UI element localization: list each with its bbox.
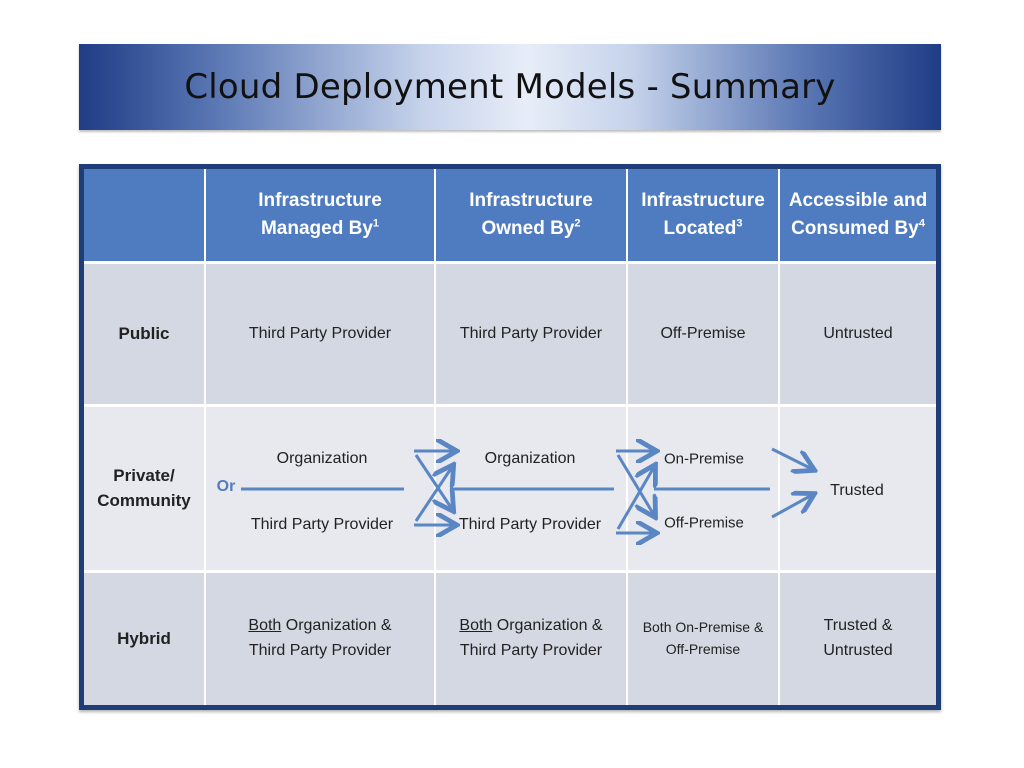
- slide-title: Cloud Deployment Models - Summary: [184, 67, 836, 107]
- footnote-4: 4: [918, 217, 925, 230]
- hybrid-located-line1: Both On-Premise &: [642, 619, 764, 636]
- header-located-line2: Located: [663, 218, 737, 239]
- private-owned-cell: [436, 407, 626, 570]
- private-managed-cell: [206, 407, 434, 570]
- header-owned-line1: Infrastructure: [469, 190, 593, 212]
- header-owned-line2: Owned By: [481, 218, 575, 239]
- hybrid-managed-both: Both: [248, 617, 282, 635]
- header-managed-line1: Infrastructure: [258, 190, 382, 212]
- private-consumed-cell: [780, 407, 936, 570]
- header-consumed-line2: Consumed By: [791, 218, 919, 239]
- hybrid-owned-both: Both: [459, 617, 493, 635]
- private-located-cell: [628, 407, 778, 570]
- hybrid-consumed-by: Trusted & Untrusted: [780, 573, 936, 705]
- public-managed-by: Third Party Provider: [206, 264, 434, 404]
- footnote-3: 3: [736, 217, 743, 230]
- private-label-line1: Private/: [113, 465, 175, 485]
- hybrid-managed-rest: Organization &: [281, 617, 392, 635]
- public-located: Off-Premise: [628, 264, 778, 404]
- row-label-private: Private/Community: [84, 407, 204, 570]
- header-managed-line2: Managed By: [260, 218, 373, 239]
- row-label-hybrid: Hybrid: [84, 573, 204, 705]
- hybrid-consumed-line2: Untrusted: [823, 642, 893, 659]
- hybrid-managed-line2: Third Party Provider: [248, 642, 392, 659]
- public-consumed-by: Untrusted: [780, 264, 936, 404]
- hybrid-located-line2: Off-Premise: [665, 641, 741, 657]
- public-owned-by: Third Party Provider: [436, 264, 626, 404]
- hybrid-owned-rest: Organization &: [492, 617, 603, 635]
- row-label-public: Public: [84, 264, 204, 404]
- footnote-2: 2: [574, 217, 581, 230]
- hybrid-owned-line2: Third Party Provider: [459, 642, 603, 659]
- hybrid-located: Both On-Premise & Off-Premise: [628, 573, 778, 705]
- header-located-line1: Infrastructure: [641, 190, 765, 212]
- header-consumed-line1: Accessible and: [788, 190, 928, 212]
- private-label-line2: Community: [97, 490, 191, 510]
- footnote-1: 1: [372, 217, 380, 230]
- hybrid-owned-by: Both Organization & Third Party Provider: [436, 573, 626, 705]
- slide-title-bar: Cloud Deployment Models - Summary: [79, 44, 941, 130]
- header-corner: [84, 169, 204, 261]
- hybrid-consumed-line1: Trusted &: [823, 617, 893, 635]
- hybrid-managed-by: Both Organization & Third Party Provider: [206, 573, 434, 705]
